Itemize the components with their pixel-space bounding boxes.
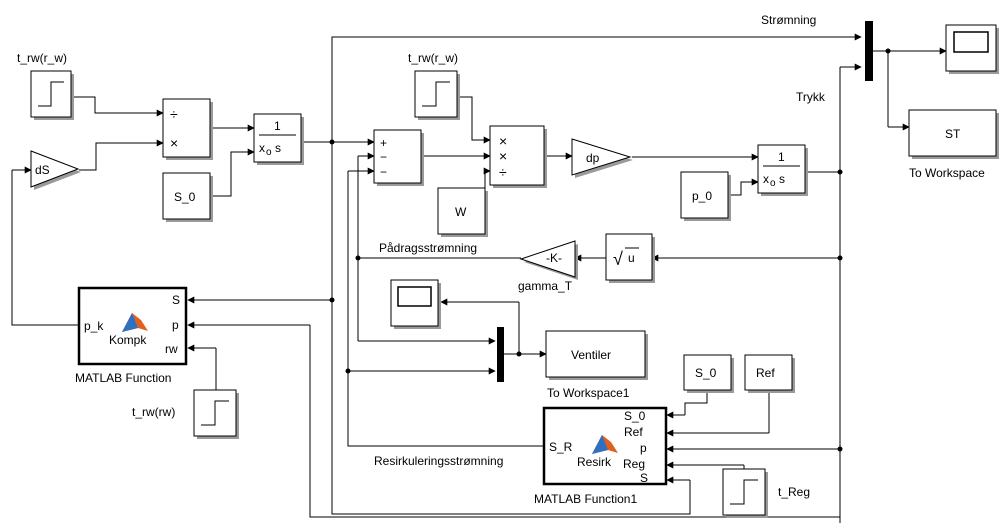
gain-glyph-gamma-t: -K-	[546, 251, 562, 265]
resirk-port-s: S	[640, 471, 648, 485]
to-workspace-name-st: To Workspace	[909, 166, 985, 180]
junction-dots	[329, 48, 891, 452]
matlab-function-block-resirk[interactable]: S_R S_0 Ref p Reg S Resirk MATLAB Functi…	[534, 406, 668, 506]
step-block-t-rw-bottom[interactable]: t_rw(rw)	[132, 389, 239, 439]
resirk-port-out: S_R	[549, 440, 573, 454]
constant-label-ref: Ref	[756, 366, 775, 380]
step-label-t-rw-bottom: t_rw(rw)	[132, 405, 175, 419]
sqrt-block[interactable]: √ u	[605, 233, 655, 283]
signal-label-stromning: Strømning	[761, 13, 816, 27]
resirk-port-s0: S_0	[624, 409, 646, 423]
to-workspace-block-st[interactable]: ST To Workspace	[908, 109, 999, 180]
divide-port-mul: ×	[170, 135, 178, 151]
kompk-title: Kompk	[109, 333, 147, 347]
integrator-s-2: s	[779, 172, 785, 186]
sum-block[interactable]: + − −	[373, 129, 424, 186]
resirk-title: Resirk	[577, 455, 612, 469]
integrator-sub-2: o	[770, 178, 776, 189]
to-workspace-name-ventiler: To Workspace1	[547, 386, 630, 400]
constant-block-w[interactable]: W	[437, 187, 488, 237]
signal-label-padragsstromning: Pådragsstrømning	[379, 241, 477, 255]
gain-block-dp[interactable]: dp	[571, 138, 633, 178]
gain-block-gamma-t[interactable]: -K- gamma_T	[518, 240, 578, 293]
divide-block[interactable]: ÷ ×	[162, 98, 213, 160]
step-label-t-rw-top-mid: t_rw(r_w)	[408, 51, 458, 65]
signal-label-trykk: Trykk	[796, 90, 826, 104]
integrator-block-1[interactable]: 1 x o s	[253, 113, 304, 165]
divide-port-div: ÷	[170, 106, 178, 122]
sum-port-minus-2: −	[380, 165, 387, 179]
product-port-x1: ×	[499, 133, 507, 149]
integrator-num-2: 1	[778, 150, 785, 164]
constant-label-w: W	[455, 205, 467, 219]
sqrt-symbol: √	[613, 249, 623, 269]
constant-label-s0-right: S_0	[695, 366, 717, 380]
sqrt-arg: u	[628, 251, 635, 265]
matlab-function-block-kompk[interactable]: p_k S p rw Kompk MATLAB Function	[75, 286, 188, 385]
sum-port-plus: +	[380, 136, 387, 150]
wires	[11, 33, 947, 523]
to-workspace-var-st: ST	[945, 127, 961, 141]
constant-block-s0-right[interactable]: S_0	[683, 354, 734, 393]
integrator-num-1: 1	[274, 119, 281, 133]
step-block-t-reg[interactable]: t_Reg	[722, 468, 810, 518]
step-block-t-rw-top-left[interactable]: t_rw(r_w)	[17, 51, 74, 120]
resirk-port-p: p	[640, 441, 647, 455]
resirk-block-name: MATLAB Function1	[534, 492, 637, 506]
sum-port-minus-1: −	[380, 150, 387, 164]
integrator-den-1: x	[259, 141, 265, 155]
constant-block-p0[interactable]: p_0	[680, 171, 731, 221]
gain-block-ds[interactable]: dS	[30, 150, 81, 190]
step-label-t-rw-top-left: t_rw(r_w)	[17, 51, 67, 65]
product-port-x2: ×	[499, 148, 507, 164]
constant-block-ref[interactable]: Ref	[744, 354, 795, 393]
resirk-port-ref: Ref	[624, 425, 643, 439]
constant-block-s0-left[interactable]: S_0	[162, 172, 213, 222]
gain-label-dp: dp	[586, 151, 600, 165]
to-workspace-var-ventiler: Ventiler	[571, 348, 611, 362]
integrator-block-2[interactable]: 1 x o s	[757, 144, 808, 196]
integrator-den-2: x	[763, 172, 769, 186]
to-workspace-block-ventiler[interactable]: Ventiler To Workspace1	[545, 330, 648, 400]
scope-block-middle[interactable]	[390, 279, 441, 329]
kompk-port-rw: rw	[165, 342, 178, 356]
mux-ventiler[interactable]	[497, 327, 504, 382]
step-label-t-reg: t_Reg	[778, 485, 810, 499]
constant-label-p0: p_0	[692, 189, 712, 203]
kompk-port-out: p_k	[84, 319, 104, 333]
product-port-div: ÷	[499, 164, 507, 180]
product-block[interactable]: × × ÷	[489, 125, 547, 188]
integrator-s-1: s	[275, 141, 281, 155]
signal-label-resirkuleringsstromning: Resirkuleringsstrømning	[374, 454, 503, 468]
scope-block-top-right[interactable]	[945, 24, 999, 74]
gain-label-ds: dS	[35, 163, 50, 177]
kompk-port-s: S	[172, 293, 180, 307]
mux-stromning-trykk[interactable]	[865, 21, 873, 81]
resirk-port-reg: Reg	[623, 457, 645, 471]
gain-name-gamma-t: gamma_T	[518, 279, 573, 293]
constant-label-s0-left: S_0	[174, 190, 196, 204]
kompk-block-name: MATLAB Function	[75, 371, 171, 385]
integrator-sub-1: o	[266, 147, 272, 158]
step-block-t-rw-top-mid[interactable]: t_rw(r_w)	[408, 51, 460, 120]
kompk-port-p: p	[172, 318, 179, 332]
